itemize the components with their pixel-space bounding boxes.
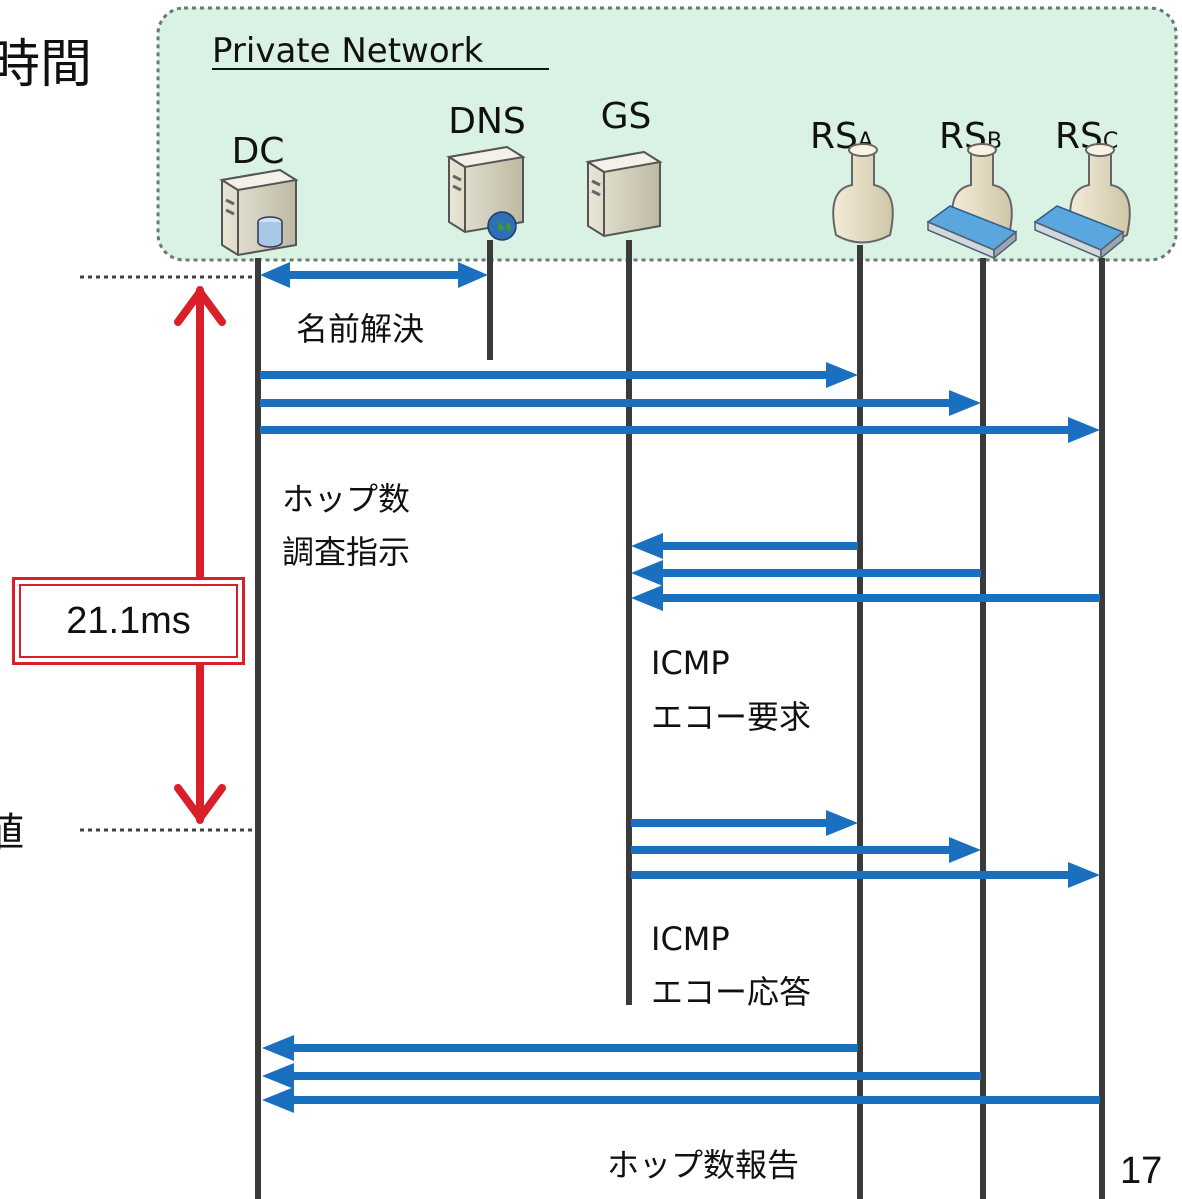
name-resolution-label: 名前解決 — [296, 310, 424, 348]
node-label-dns: DNS — [448, 101, 526, 142]
database-server-icon — [219, 168, 299, 257]
dc-to-rsb-arrow — [260, 390, 981, 416]
gs-server-icon — [585, 150, 663, 238]
rsc-to-dc-arrow — [262, 1087, 1100, 1113]
gs-to-rsc-arrow — [631, 862, 1100, 888]
dc-to-rsa-arrow — [260, 362, 858, 388]
title-fragment: 時間 — [0, 35, 93, 95]
hop-survey-label-line2: 調査指示 — [282, 533, 410, 571]
dns-server-icon — [446, 145, 526, 241]
rsb-to-gs-arrow — [631, 560, 981, 586]
icmp-request-label-line1: ICMP — [651, 644, 730, 682]
rsc-router-icon — [1033, 143, 1131, 260]
hop-survey-label-line1: ホップ数 — [282, 480, 410, 518]
gs-to-rsb-arrow — [631, 837, 981, 863]
icmp-reply-label-line2: エコー応答 — [651, 973, 811, 1011]
private-network-label: Private Network — [212, 31, 484, 71]
page-number: 17 — [1120, 1150, 1163, 1192]
duration-value: 21.1ms — [19, 584, 238, 658]
left-edge-fragment: 値 — [0, 810, 24, 856]
duration-arrow — [174, 286, 226, 824]
rsb-to-dc-arrow — [262, 1063, 981, 1089]
name-resolution-arrow — [260, 262, 488, 288]
duration-box: 21.1ms — [12, 577, 245, 665]
icmp-request-label-line2: エコー要求 — [651, 698, 811, 736]
rsa-to-dc-arrow — [262, 1035, 858, 1061]
gs-to-rsa-arrow — [631, 810, 858, 836]
rsa-bollard-icon — [832, 143, 894, 244]
private-network-region — [156, 6, 1178, 262]
icmp-reply-label-line1: ICMP — [651, 920, 730, 958]
node-label-gs: GS — [601, 96, 652, 137]
dc-to-rsc-arrow — [260, 417, 1100, 443]
hop-report-label: ホップ数報告 — [607, 1146, 799, 1184]
rsa-to-gs-arrow — [631, 533, 858, 559]
node-label-dc: DC — [232, 131, 285, 172]
rsc-to-gs-arrow — [631, 585, 1100, 611]
rsb-router-icon — [926, 143, 1018, 260]
